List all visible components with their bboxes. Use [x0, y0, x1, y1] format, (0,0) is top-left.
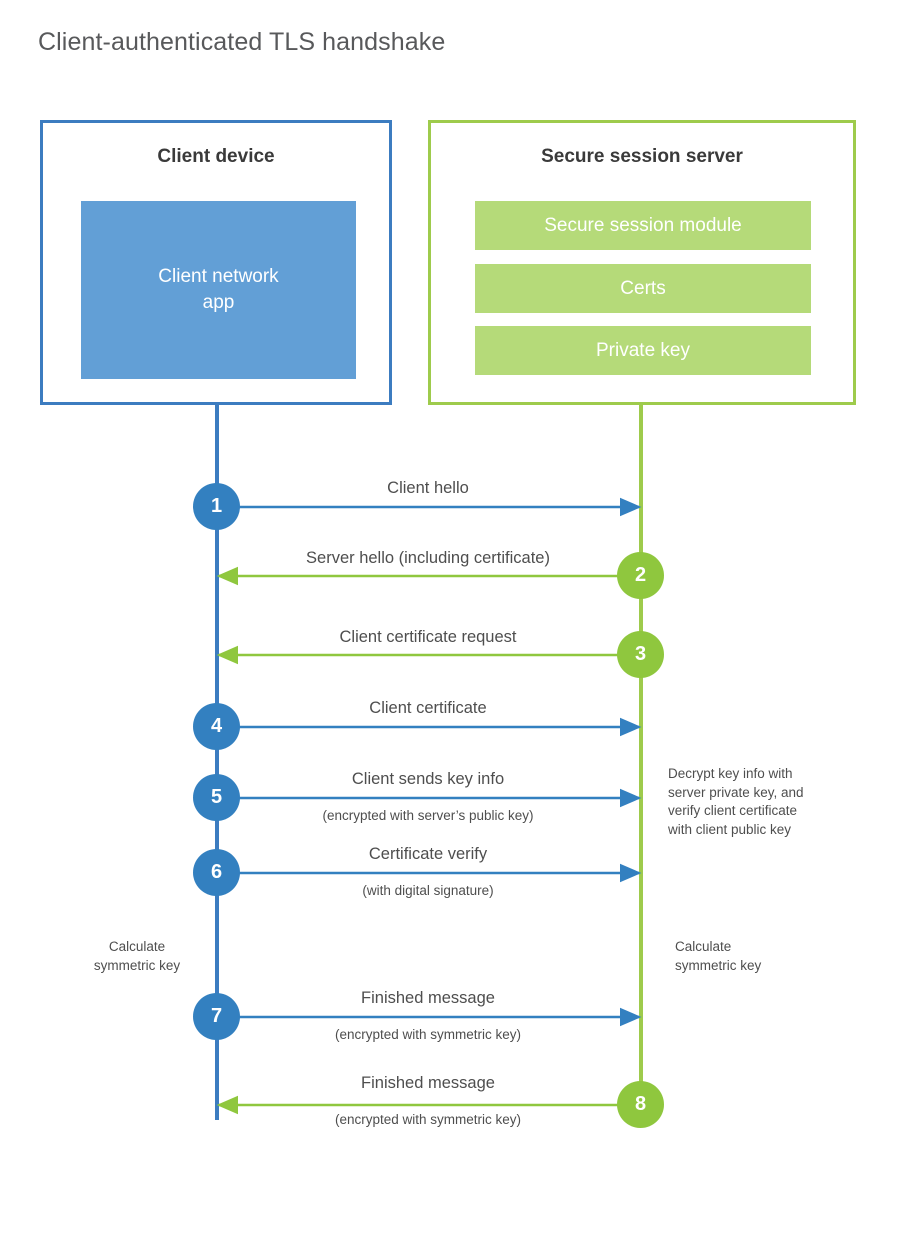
message-label-4: Client certificate	[369, 699, 487, 717]
step-circle-6[interactable]: 6	[193, 849, 240, 896]
step-circle-4[interactable]: 4	[193, 703, 240, 750]
step-circle-8[interactable]: 8	[617, 1081, 664, 1128]
step-circle-2[interactable]: 2	[617, 552, 664, 599]
message-sublabel-8: (encrypted with symmetric key)	[334, 1112, 522, 1127]
step-circle-5[interactable]: 5	[193, 774, 240, 821]
server-block-secure-session-module: Secure session module	[475, 201, 811, 250]
server-note-line1: Calculate	[675, 939, 732, 954]
server-block-private-key: Private key	[475, 326, 811, 375]
client-device-box: Client device Client network app	[40, 120, 392, 405]
client-note-line2: symmetric key	[93, 957, 181, 973]
message-label-6: Certificate verify	[368, 845, 488, 863]
message-label-3: Client certificate request	[339, 628, 517, 646]
client-app-label-line1: Client network	[158, 266, 279, 288]
secure-session-server-title: Secure session server	[541, 146, 743, 167]
step-circle-7[interactable]: 7	[193, 993, 240, 1040]
message-label-7: Finished message	[361, 989, 495, 1007]
server-decrypt-note-line1: Decrypt key info with	[668, 766, 793, 781]
server-note-line2: symmetric key	[675, 957, 762, 973]
message-label-2: Server hello (including certificate)	[306, 549, 550, 567]
client-network-app-block: Client network app	[81, 201, 356, 379]
client-lifeline	[215, 405, 219, 1120]
server-decrypt-note: Decrypt key info with server private key…	[668, 765, 858, 840]
message-label-8: Finished message	[361, 1074, 495, 1092]
client-app-label-line2: app	[202, 292, 235, 313]
client-calculate-symmetric-key-note: Calculate symmetric key	[72, 938, 202, 975]
page-title: Client-authenticated TLS handshake	[38, 28, 446, 56]
server-decrypt-note-line4: with client public key	[668, 821, 792, 837]
server-block-certs: Certs	[475, 264, 811, 313]
client-network-app-label: Client network app	[158, 264, 278, 315]
client-note-line1: Calculate	[108, 939, 166, 954]
server-lifeline	[639, 405, 643, 1105]
secure-session-server-box: Secure session server Secure session mod…	[428, 120, 856, 405]
server-calculate-symmetric-key-note: Calculate symmetric key	[675, 938, 825, 975]
message-sublabel-7: (encrypted with symmetric key)	[334, 1027, 522, 1042]
client-device-title: Client device	[157, 146, 275, 167]
server-decrypt-note-line2: server private key, and	[668, 784, 804, 800]
server-decrypt-note-line3: verify client certificate	[668, 803, 798, 819]
step-circle-1[interactable]: 1	[193, 483, 240, 530]
step-circle-3[interactable]: 3	[617, 631, 664, 678]
message-sublabel-5: (encrypted with server’s public key)	[322, 808, 534, 823]
message-label-5: Client sends key info	[351, 770, 505, 788]
message-sublabel-6: (with digital signature)	[362, 883, 494, 898]
message-label-1: Client hello	[387, 479, 469, 497]
